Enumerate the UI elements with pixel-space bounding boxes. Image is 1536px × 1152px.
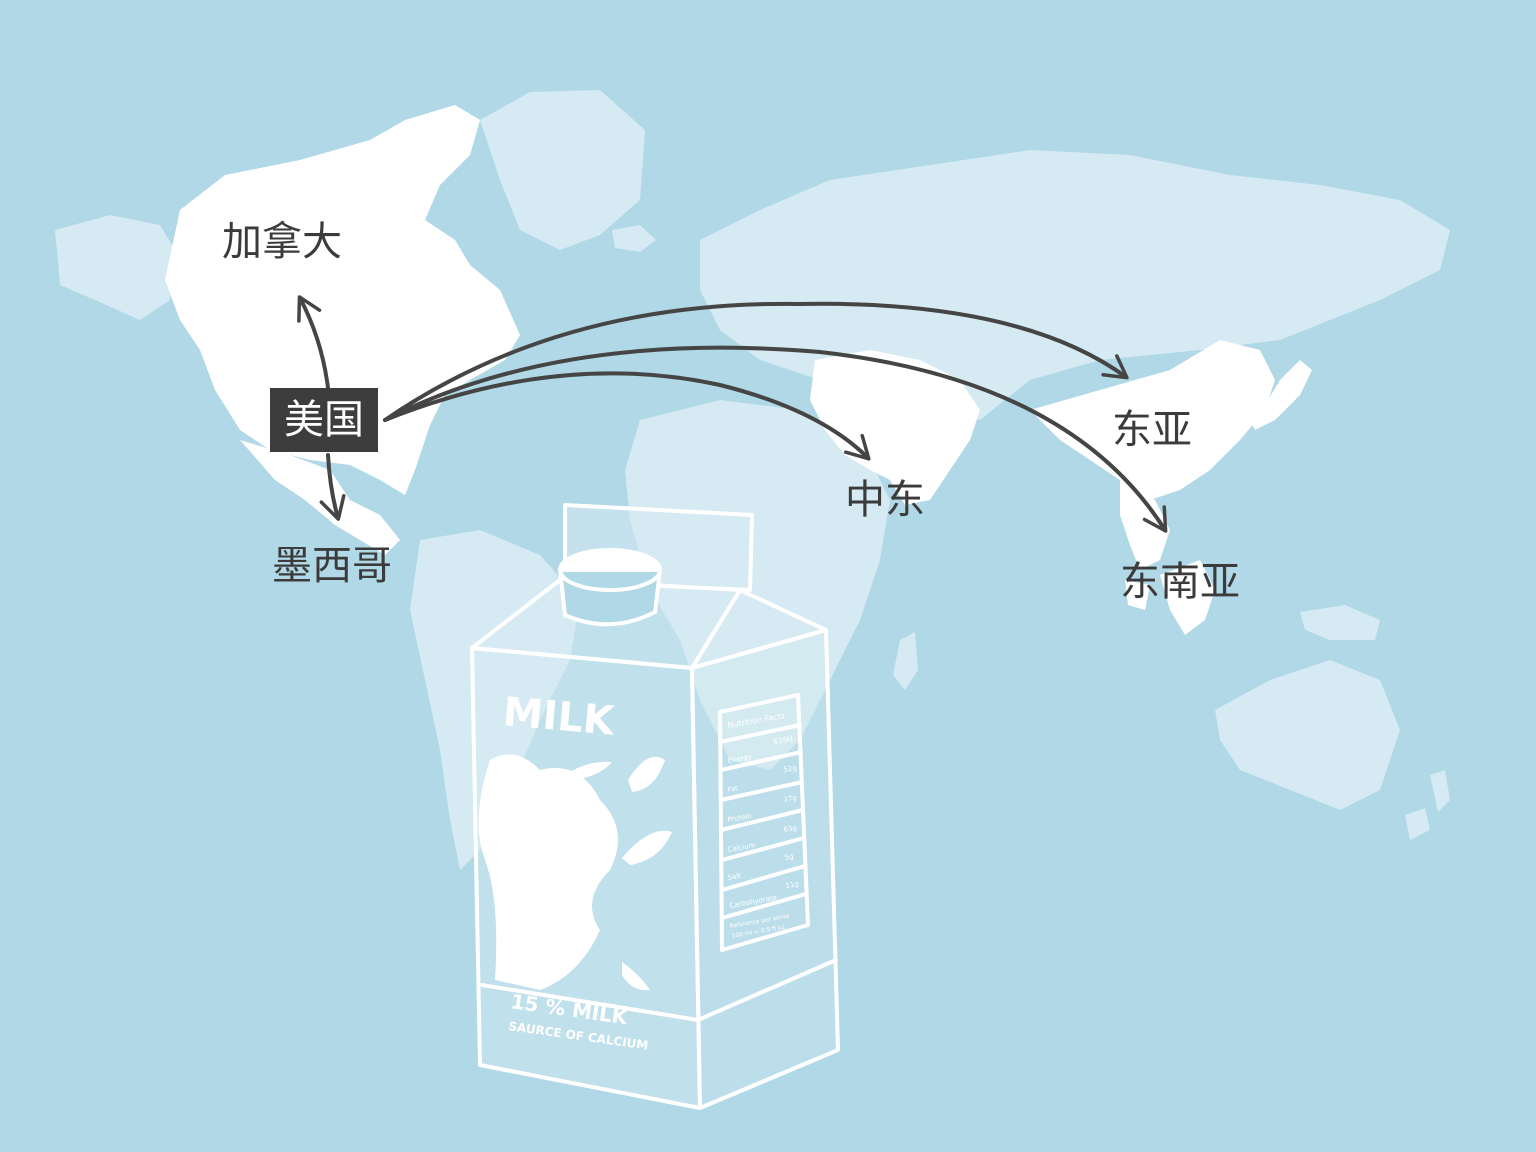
nutrition-row-value: 11g bbox=[785, 880, 800, 890]
eurasia-north-land bbox=[700, 150, 1450, 420]
milk-drop-4 bbox=[622, 962, 650, 991]
carton-brand: MILK bbox=[501, 689, 618, 745]
origin-label-usa: 美国 bbox=[270, 388, 378, 452]
new-guinea-land bbox=[1300, 605, 1380, 640]
trade-arrows bbox=[297, 295, 1168, 533]
arrow-to-east-asia bbox=[383, 301, 1129, 422]
east-asia-land bbox=[1030, 340, 1275, 500]
nutrition-header-value: 635kJ bbox=[773, 735, 794, 746]
japan-land bbox=[1248, 360, 1312, 430]
madagascar-land bbox=[893, 632, 918, 690]
nutrition-row-value: 27g bbox=[783, 794, 798, 804]
arrow-to-middle-east bbox=[383, 371, 871, 461]
destination-label-mexico: 墨西哥 bbox=[272, 543, 392, 589]
arrow-to-mexico bbox=[319, 453, 346, 521]
borneo-land bbox=[1160, 560, 1215, 635]
iceland-land bbox=[612, 225, 656, 252]
landmass-secondary bbox=[55, 90, 1450, 870]
australia-land bbox=[1215, 660, 1400, 810]
nutrition-row-value: 52g bbox=[783, 764, 798, 774]
nutrition-row-value: 63g bbox=[783, 824, 798, 834]
alaska-land bbox=[55, 215, 175, 320]
nutrition-row-name: Fat bbox=[727, 784, 739, 794]
milk-drop-3 bbox=[622, 830, 672, 865]
new-zealand-north-land bbox=[1430, 770, 1450, 812]
destination-label-canada: 加拿大 bbox=[222, 219, 342, 265]
nutrition-row-value: 5g bbox=[784, 853, 794, 862]
destination-label-middle-east: 中东 bbox=[845, 477, 925, 523]
milk-blob-large bbox=[478, 754, 618, 990]
new-zealand-south-land bbox=[1405, 808, 1430, 840]
greenland-land bbox=[480, 90, 645, 250]
arrow-to-canada bbox=[297, 295, 330, 390]
milk-drop-1 bbox=[568, 761, 612, 780]
milk-drop-2 bbox=[628, 756, 665, 792]
carton-bottom-band bbox=[480, 958, 838, 1022]
africa-land bbox=[625, 400, 890, 770]
south-america-land bbox=[410, 530, 580, 870]
middle-east-india-land bbox=[810, 350, 980, 505]
nutrition-row-name: Salt bbox=[727, 872, 742, 882]
cap-body bbox=[557, 568, 663, 627]
nutrition-panel-frame bbox=[718, 693, 810, 952]
carton-cap bbox=[557, 548, 663, 627]
milk-splash bbox=[478, 754, 672, 991]
destination-label-southeast-asia: 东南亚 bbox=[1120, 559, 1240, 605]
destination-label-east-asia: 东亚 bbox=[1112, 407, 1192, 453]
arrow-to-southeast-asia bbox=[383, 345, 1168, 533]
sumatra-land bbox=[1125, 580, 1150, 610]
carton-roof-side bbox=[690, 588, 828, 670]
